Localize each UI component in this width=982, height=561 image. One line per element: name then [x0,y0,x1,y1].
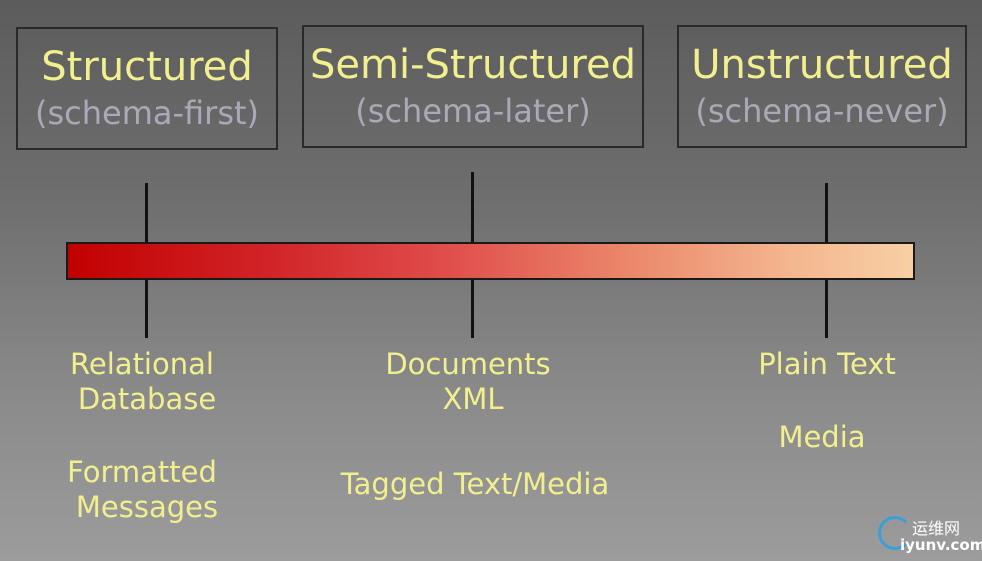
example-label: Database [77,382,217,416]
category-box-structured: Structured (schema-first) [16,27,278,150]
example-label: Tagged Text/Media [340,467,610,501]
example-label: XML [442,382,504,416]
watermark: 运维网 iyunv.com [878,512,982,557]
watermark-logo-icon [878,516,912,550]
example-label: Relational [70,347,214,381]
category-subtitle: (schema-first) [34,94,260,132]
category-title: Semi-Structured [310,42,636,88]
category-subtitle: (schema-later) [355,92,591,130]
example-label: Messages [75,490,219,524]
category-box-semi-structured: Semi-Structured (schema-later) [302,25,644,148]
category-box-unstructured: Unstructured (schema-never) [677,25,967,148]
watermark-text: 运维网 [912,519,961,538]
example-label: Formatted [67,455,217,489]
category-title: Unstructured [691,42,953,88]
example-label: Media [778,420,866,454]
watermark-url: iyunv.com [900,536,982,554]
category-subtitle: (schema-never) [695,92,949,130]
example-label: Plain Text [758,347,896,381]
spectrum-bar [66,242,915,280]
category-title: Structured [41,44,253,90]
example-label: Documents [385,347,551,381]
